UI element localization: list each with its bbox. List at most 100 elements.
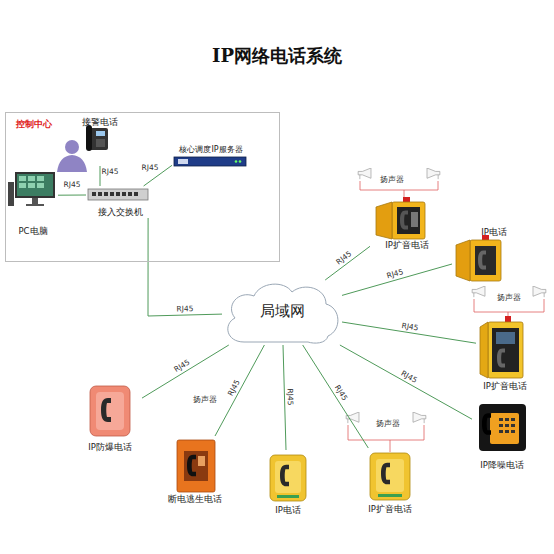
dispatch-server-node: 核心调度IP服务器 — [172, 144, 250, 169]
speaker-set-top-part — [404, 181, 438, 190]
desk-phone — [86, 125, 108, 151]
edge-label: RJ45 — [335, 250, 353, 266]
ip-pa-phone-top-art-part — [403, 197, 410, 202]
speaker-set-bottom-part — [413, 412, 426, 423]
ip-phone-bottom-art-part — [270, 455, 306, 501]
edge-label: RJ45 — [64, 181, 81, 189]
explosion-proof-phone-art-part — [101, 398, 111, 422]
node-caption: IP扩音电话 — [368, 504, 412, 514]
network-switch-part — [98, 192, 102, 196]
edge-label: RJ45 — [142, 164, 159, 172]
ip-pa-phone-top-art-part — [392, 202, 425, 239]
node-caption: 接警电话 — [82, 117, 118, 127]
ip-pa-phone-bottom-art-part — [376, 459, 404, 492]
node-caption: 接入交换机 — [98, 207, 143, 217]
pc-computer-part — [15, 172, 55, 198]
server-unit-part — [239, 160, 242, 163]
speaker-label: 扬声器 — [193, 396, 217, 404]
ip-pa-phone-top-art — [376, 197, 425, 239]
node-caption: PC电脑 — [18, 226, 47, 236]
ip-pa-phone-node: IP扩音电话 — [370, 195, 432, 251]
rj45-connector — [303, 345, 369, 448]
ip-phone-bottom-art-part — [275, 461, 301, 493]
diagram-title: IP网络电话系统 — [212, 44, 342, 68]
noise-cancel-phone-art-part — [511, 424, 515, 427]
ip-pa-phone-bottom-art-part — [381, 463, 390, 485]
pc-computer-part — [19, 183, 26, 188]
node-caption: 断电逃生电话 — [168, 494, 222, 504]
cloud-label: 局域网 — [260, 302, 305, 320]
speaker-set-right — [472, 286, 546, 316]
edge-label: RJ45 — [386, 268, 404, 280]
edge-label: RJ45 — [176, 305, 193, 313]
speaker-label: 扬声器 — [380, 176, 404, 184]
noise-cancel-phone-art-part — [482, 413, 491, 435]
node-caption: IP电话 — [275, 505, 301, 515]
ip-pa-phone-right-art-part — [497, 348, 505, 367]
pc-computer-part — [17, 174, 53, 196]
ip-phone-right-art — [456, 235, 501, 281]
ip-pa-phone-bottom-art-part — [370, 453, 410, 500]
rj45-connector — [142, 345, 229, 398]
ip-pa-phone-node: IP扩音电话 — [362, 448, 418, 516]
speaker-set-bottom-part — [346, 412, 359, 423]
ip-pa-phone-right-art — [480, 316, 523, 378]
speaker-set-top-part — [358, 168, 371, 179]
cloud-shape — [228, 284, 338, 343]
speaker-set-right-part — [472, 286, 485, 297]
speaker-set-bottom-part — [348, 425, 390, 452]
pc-computer-part — [37, 183, 44, 188]
noise-cancel-phone-art-part — [505, 418, 509, 421]
ip-pa-phone-right-art-part — [496, 332, 515, 344]
ip-pa-phone-right-art-part — [492, 328, 519, 372]
network-switch-part — [88, 189, 148, 200]
network-switch-part — [92, 192, 96, 196]
escape-phone-node: 断电逃生电话 — [165, 436, 227, 506]
pc-computer-part — [28, 183, 35, 188]
pc-computer — [8, 172, 55, 206]
access-switch-node: 接入交换机 — [86, 186, 150, 218]
ip-phone-right-art-part — [478, 250, 486, 269]
network-switch-part — [128, 192, 132, 196]
network-switch-part — [116, 192, 120, 196]
noise-cancel-phone-art-part — [490, 413, 519, 444]
edge-label: RJ45 — [400, 369, 418, 384]
node-caption: IP电话 — [481, 227, 507, 237]
noise-cancel-phone-art-part — [499, 418, 503, 421]
control-center-box: 控制中心 接警电话核心调度IP服务器 PC电脑 接入交换机 — [5, 112, 280, 262]
ip-phone-right-art-part — [475, 246, 496, 275]
lan-cloud: 局域网 — [222, 280, 342, 345]
server-unit-part — [235, 160, 238, 163]
noise-cancel-phone-art-part — [511, 418, 515, 421]
pc-computer-part — [19, 176, 26, 181]
server-unit — [174, 157, 246, 166]
edge-label: RJ45 — [333, 384, 348, 402]
ip-pa-phone-node: IP扩音电话 — [476, 305, 536, 391]
blackout-escape-phone-art-part — [198, 456, 205, 466]
noise-cancel-phone-art-part — [511, 430, 515, 433]
operator-person — [57, 140, 87, 172]
node-caption: IP降噪电话 — [480, 460, 524, 470]
ip-phone-bottom-art-part — [280, 465, 289, 487]
blackout-escape-phone-art-part — [184, 451, 208, 481]
ip-phone-bottom-art-part — [277, 495, 299, 498]
blackout-escape-phone-art — [177, 440, 215, 492]
noise-cancel-phone-art-part — [499, 424, 503, 427]
node-caption: 核心调度IP服务器 — [179, 145, 242, 155]
noise-cancel-phone-art-part — [505, 430, 509, 433]
rj45-connector — [148, 218, 222, 316]
operator-person-part — [57, 155, 87, 172]
speaker-label: 扬声器 — [497, 294, 521, 302]
node-caption: 控制中心 — [16, 119, 52, 130]
speaker-set-bottom — [346, 412, 426, 452]
rj45-connector — [342, 264, 452, 295]
pc-computer-part — [32, 198, 38, 204]
ip-phone-right-art-part — [456, 240, 470, 281]
network-switch-part — [110, 192, 114, 196]
ip-phone-right-art-part — [470, 240, 501, 281]
network-switch — [88, 189, 148, 200]
